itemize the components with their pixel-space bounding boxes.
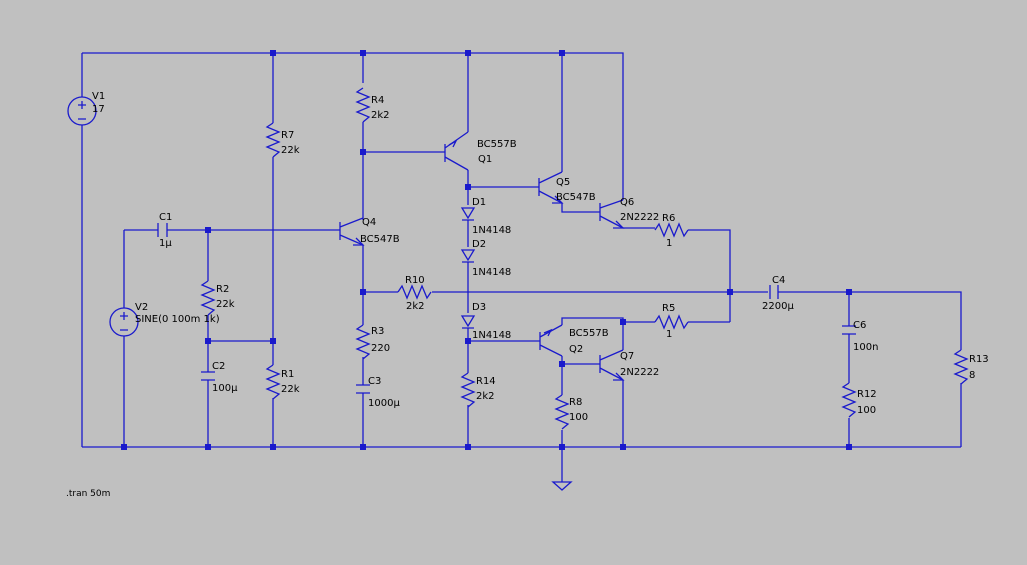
c6-value-label: 100n: [853, 342, 878, 353]
r14-value-label: 2k2: [476, 391, 495, 402]
q2-ref-label: Q2: [569, 344, 583, 355]
c1-ref-label: C1: [159, 212, 172, 223]
r12-value-label: 100: [857, 405, 876, 416]
transistor-q6[interactable]: Q6 2N2222: [599, 197, 659, 229]
c2-value-label: 100µ: [212, 383, 238, 394]
r5-value-label: 1: [666, 329, 672, 340]
r13-ref-label: R13: [969, 354, 989, 365]
d3-value-label: 1N4148: [472, 330, 511, 341]
resistor-r4[interactable]: R4 2k2: [355, 87, 390, 123]
transistor-q7[interactable]: Q7 2N2222: [599, 349, 659, 381]
c2-ref-label: C2: [212, 361, 225, 372]
q6-value-label: 2N2222: [620, 212, 659, 223]
q4-ref-label: Q4: [362, 217, 376, 228]
c1-value-label: 1µ: [159, 238, 172, 249]
r8-ref-label: R8: [569, 397, 582, 408]
r5-ref-label: R5: [662, 303, 675, 314]
resistor-r2[interactable]: R2 22k: [200, 280, 235, 316]
voltage-source-v1[interactable]: V1 17: [67, 91, 105, 126]
transistor-q1[interactable]: BC557B Q1: [444, 131, 517, 171]
resistor-r14[interactable]: R14 2k2: [460, 372, 496, 408]
transistor-q2[interactable]: BC557B Q2: [539, 324, 609, 357]
q1-value-label: BC557B: [477, 139, 517, 150]
q7-ref-label: Q7: [620, 351, 634, 362]
resistor-r12[interactable]: R12 100: [841, 382, 877, 418]
c6-ref-label: C6: [853, 320, 866, 331]
c4-ref-label: C4: [772, 275, 785, 286]
capacitor-c6[interactable]: C6 100n: [842, 320, 878, 353]
resistor-r5[interactable]: R5 1: [654, 303, 689, 340]
spice-directive[interactable]: .tran 50m: [66, 489, 110, 499]
transistor-q5[interactable]: Q5 BC547B: [538, 171, 596, 204]
r4-value-label: 2k2: [371, 110, 390, 121]
wires: [81, 52, 962, 482]
c3-ref-label: C3: [368, 376, 381, 387]
r7-ref-label: R7: [281, 130, 294, 141]
c4-value-label: 2200µ: [762, 301, 794, 312]
resistor-r8[interactable]: R8 100: [554, 394, 588, 430]
d2-value-label: 1N4148: [472, 267, 511, 278]
r10-value-label: 2k2: [406, 301, 425, 312]
r7-value-label: 22k: [281, 145, 300, 156]
r2-value-label: 22k: [216, 299, 235, 310]
c3-value-label: 1000µ: [368, 398, 400, 409]
diode-d1[interactable]: D1 1N4148: [460, 197, 511, 236]
diode-d3[interactable]: D3 1N4148: [460, 302, 511, 341]
capacitor-c1[interactable]: C1 1µ: [157, 212, 172, 249]
d1-ref-label: D1: [472, 197, 486, 208]
q5-value-label: BC547B: [556, 192, 596, 203]
resistor-r10[interactable]: R10 2k2: [397, 275, 432, 312]
r3-ref-label: R3: [371, 326, 384, 337]
capacitor-c4[interactable]: C4 2200µ: [762, 275, 794, 312]
diode-d2[interactable]: D2 1N4148: [460, 239, 511, 278]
r12-ref-label: R12: [857, 389, 877, 400]
q2-value-label: BC557B: [569, 328, 609, 339]
r4-ref-label: R4: [371, 95, 384, 106]
r1-ref-label: R1: [281, 369, 294, 380]
r2-ref-label: R2: [216, 284, 229, 295]
v1-value-label: 17: [92, 104, 105, 115]
r6-value-label: 1: [666, 238, 672, 249]
r13-value-label: 8: [969, 370, 975, 381]
r1-value-label: 22k: [281, 384, 300, 395]
q6-ref-label: Q6: [620, 197, 634, 208]
v2-ref-label: V2: [135, 302, 148, 313]
ground-symbol[interactable]: [551, 481, 573, 491]
resistor-r1[interactable]: R1 22k: [265, 364, 300, 400]
d1-value-label: 1N4148: [472, 225, 511, 236]
resistor-r3[interactable]: R3 220: [355, 324, 390, 360]
r14-ref-label: R14: [476, 376, 496, 387]
resistor-r13[interactable]: R13 8: [953, 349, 989, 385]
r6-ref-label: R6: [662, 213, 675, 224]
v1-ref-label: V1: [92, 91, 105, 102]
v2-value-label: SINE(0 100m 1k): [135, 314, 220, 325]
resistor-r7[interactable]: R7 22k: [265, 122, 300, 158]
d2-ref-label: D2: [472, 239, 486, 250]
q1-ref-label: Q1: [478, 154, 492, 165]
capacitor-c2[interactable]: C2 100µ: [201, 361, 238, 394]
q5-ref-label: Q5: [556, 177, 570, 188]
r10-ref-label: R10: [405, 275, 425, 286]
capacitor-c3[interactable]: C3 1000µ: [356, 376, 400, 409]
q7-value-label: 2N2222: [620, 367, 659, 378]
r8-value-label: 100: [569, 412, 588, 423]
r3-value-label: 220: [371, 343, 390, 354]
q4-value-label: BC547B: [360, 234, 400, 245]
d3-ref-label: D3: [472, 302, 486, 313]
voltage-source-v2[interactable]: V2 SINE(0 100m 1k): [109, 302, 220, 337]
resistor-r6[interactable]: R6 1: [654, 213, 689, 249]
transistor-q4[interactable]: Q4 BC547B: [339, 217, 400, 246]
junctions: [121, 50, 852, 450]
